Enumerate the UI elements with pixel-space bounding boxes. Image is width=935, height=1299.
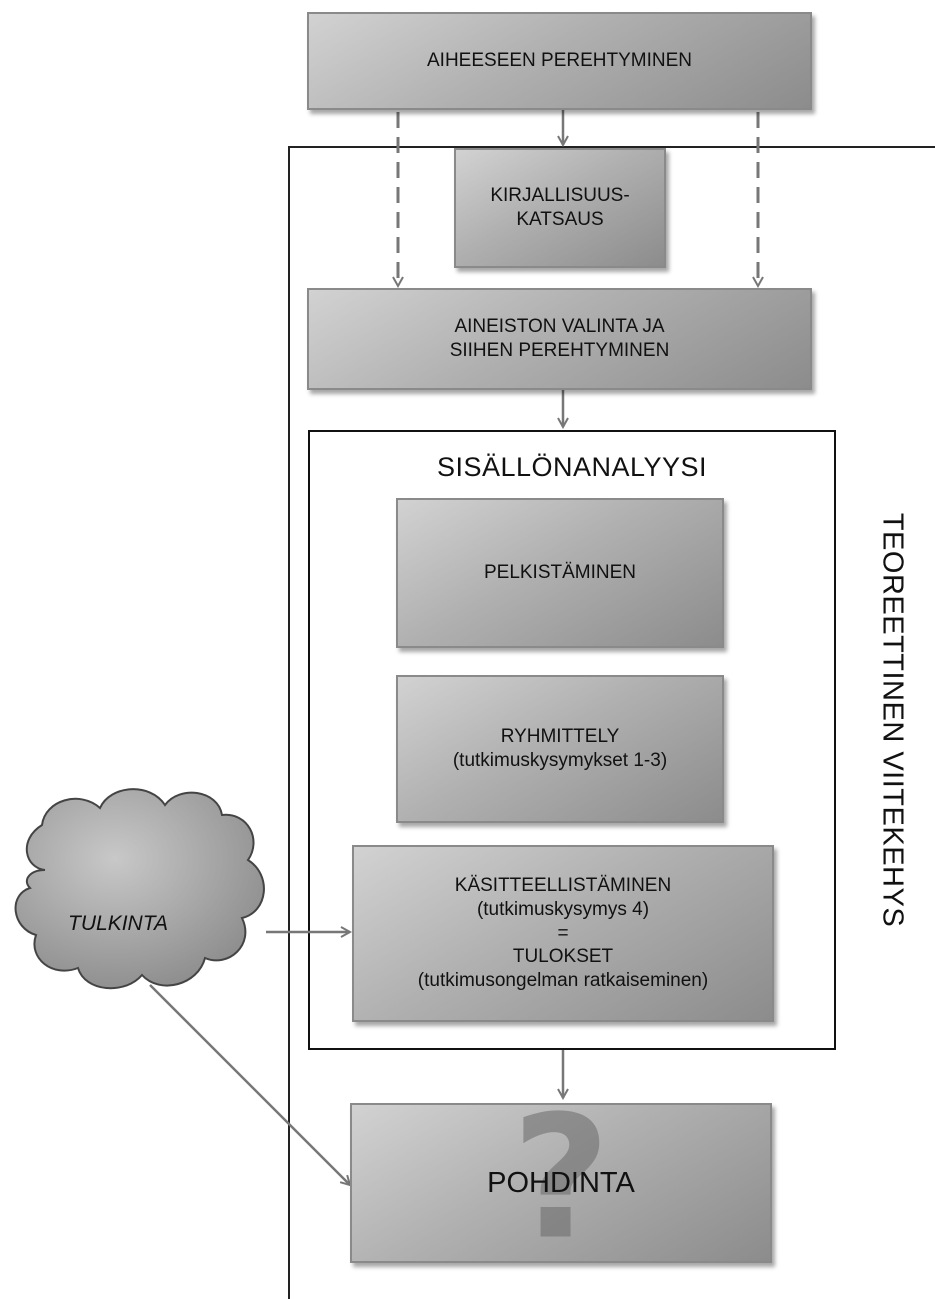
framework-frame-top-edge: [288, 146, 935, 148]
grouping-label-line1: RYHMITTELY: [500, 726, 620, 748]
literature-label-line1: KIRJALLISUUS-: [490, 185, 630, 207]
literature-review-box: KIRJALLISUUS- KATSAUS: [454, 148, 666, 268]
content-analysis-title: SISÄLLÖNANALYYSI: [436, 452, 708, 482]
material-selection-box: AINEISTON VALINTA JA SIIHEN PEREHTYMINEN: [307, 288, 812, 390]
arrow-cloud-to-discussion: [149, 984, 350, 1185]
cloud-shape: [14, 788, 265, 990]
grouping-label-line2: (tutkimuskysymykset 1-3): [452, 750, 668, 771]
literature-label-line2: KATSAUS: [516, 209, 604, 230]
discussion-box: ? POHDINTA: [350, 1080, 772, 1278]
material-label-line1: AINEISTON VALINTA JA: [454, 316, 665, 338]
conceptualization-label-line2: (tutkimuskysymys 4): [476, 898, 650, 920]
conceptualization-label-line5: (tutkimusongelman ratkaiseminen): [417, 970, 709, 992]
reduction-box: PELKISTÄMINEN: [396, 498, 724, 648]
content-analysis-frame: [308, 430, 836, 1050]
conceptualization-label-line4: TULOKSET: [512, 946, 614, 968]
grouping-box: RYHMITTELY (tutkimuskysymykset 1-3): [396, 675, 724, 823]
reduction-label: PELKISTÄMINEN: [483, 562, 637, 584]
conceptualization-label-line1: KÄSITTEELLISTÄMINEN: [454, 875, 672, 897]
material-label-line2: SIIHEN PEREHTYMINEN: [449, 340, 670, 361]
question-mark-icon: ?: [511, 1079, 611, 1278]
conceptualization-box: KÄSITTEELLISTÄMINEN (tutkimuskysymys 4) …: [352, 845, 774, 1022]
discussion-label: POHDINTA: [487, 1166, 635, 1199]
theoretical-framework-label: TEOREETTINEN VIITEKEHYS: [876, 512, 909, 928]
topic-familiarization-box: AIHEESEEN PEREHTYMINEN: [307, 12, 812, 110]
interpretation-cloud-label: TULKINTA: [68, 912, 168, 935]
framework-frame-left-edge: [288, 147, 290, 1299]
topic-label: AIHEESEEN PEREHTYMINEN: [427, 50, 692, 72]
conceptualization-label-line3: =: [557, 922, 569, 944]
